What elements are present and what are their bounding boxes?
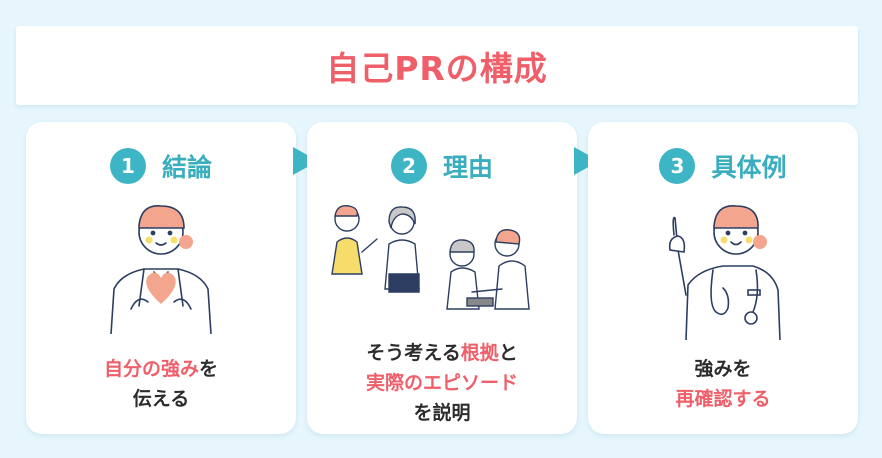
- nurse-pointing-up-illustration: [668, 205, 781, 340]
- step-number-badge: 3: [659, 148, 696, 184]
- step-card-example: 3 具体例 強みを 再確認する: [588, 122, 858, 434]
- desc-highlight: 再確認する: [675, 388, 771, 410]
- desc-text: そう考える: [366, 342, 461, 364]
- step-header: 3 具体例: [588, 148, 858, 184]
- step-description: そう考える根拠と 実際のエピソード を説明: [307, 338, 577, 428]
- nurse-holding-heart-illustration: [110, 205, 212, 334]
- desc-text: と: [498, 342, 518, 364]
- desc-text: 強みを: [694, 358, 752, 380]
- desc-text: を説明: [413, 402, 471, 424]
- step-description: 自分の強みを 伝える: [26, 354, 296, 414]
- nurse-talking-and-caring-illustration: [331, 205, 530, 310]
- step-number-badge: 1: [109, 148, 146, 184]
- step-title: 理由: [442, 153, 493, 182]
- step-card-reason: 2 理由 そう考える根拠と 実際のエピソード: [307, 122, 577, 434]
- desc-text: を: [199, 358, 219, 380]
- title-banner: 自己PRの構成: [16, 26, 858, 105]
- page-title: 自己PRの構成: [326, 48, 548, 88]
- desc-highlight: 実際のエピソード: [365, 372, 518, 394]
- step-header: 2 理由: [307, 148, 577, 184]
- step-title: 具体例: [711, 153, 787, 182]
- step-number-badge: 2: [390, 148, 427, 184]
- desc-text: 伝える: [132, 388, 190, 410]
- step-header: 1 結論: [26, 148, 296, 184]
- step-title: 結論: [161, 153, 212, 182]
- step-description: 強みを 再確認する: [588, 354, 858, 414]
- step-card-conclusion: 1 結論 自分の強みを 伝える: [26, 122, 296, 434]
- desc-highlight: 根拠: [460, 342, 499, 364]
- desc-highlight: 自分の強み: [103, 358, 199, 380]
